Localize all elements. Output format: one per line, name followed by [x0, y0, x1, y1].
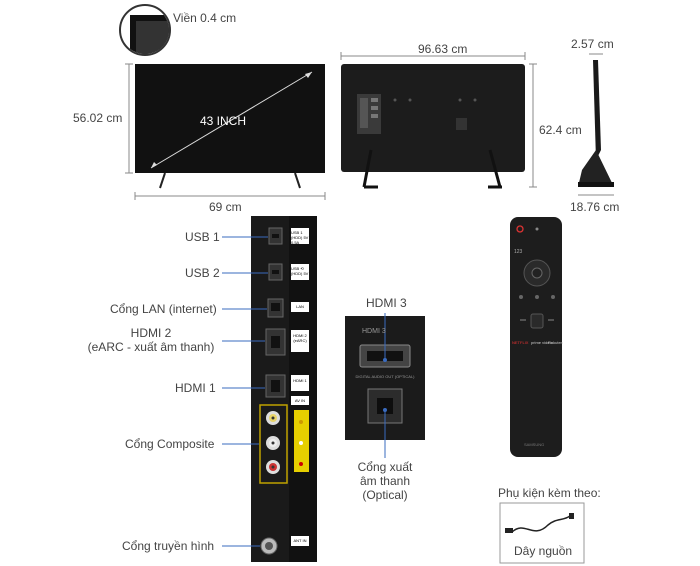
- usb1-label: USB 1: [185, 230, 220, 244]
- bezel-zoom-icon: [119, 4, 171, 56]
- closeup-hdmi3-label: HDMI 3: [362, 328, 386, 335]
- hdmi3-label: HDMI 3: [366, 296, 407, 310]
- screen-size-label: 43 INCH: [200, 114, 247, 128]
- optical-label: Cổng xuất âm thanh (Optical): [345, 460, 425, 502]
- remote-netflix-label: NETFLIX: [512, 340, 529, 345]
- accessory-box: [499, 502, 585, 564]
- remote-prime-label: prime video: [531, 340, 552, 345]
- side-depth-label: 2.57 cm: [571, 37, 614, 51]
- port-panel: [251, 216, 317, 562]
- tv-front-screen: [135, 64, 325, 173]
- panel-lan-label: LAN: [296, 304, 304, 309]
- side-base-label: 18.76 cm: [570, 200, 620, 214]
- power-cord-icon: [511, 515, 571, 533]
- tv-side: [578, 53, 614, 196]
- usb2-label: USB 2: [185, 266, 220, 280]
- remote-brand-label: SAMSUNG: [524, 442, 545, 447]
- panel-av-in-label: AV IN: [294, 398, 306, 403]
- panel-ant-in-label: ANT IN: [293, 538, 307, 543]
- hdmi1-label: HDMI 1: [175, 381, 216, 395]
- power-cord-label: Dây nguồn: [514, 544, 573, 558]
- accessory-heading: Phụ kiện kèm theo:: [498, 486, 601, 500]
- hdmi2-label-line2: (eARC - xuất âm thanh): [87, 340, 215, 354]
- panel-usb2-label: USB ⟲ (HDD) 5V: [291, 266, 309, 276]
- front-width-label: 69 cm: [209, 200, 242, 214]
- lan-label: Cổng LAN (internet): [110, 302, 217, 316]
- tv-front: [125, 63, 326, 200]
- hdmi2-label: HDMI 2 (eARC - xuất âm thanh): [84, 326, 218, 354]
- hdmi3-optical-closeup: [345, 313, 425, 458]
- hdmi2-label-line1: HDMI 2: [130, 326, 172, 340]
- panel-usb1-label: USB 1 (HDD) 5V 0.5A: [291, 230, 309, 245]
- closeup-optical-label: DIGITAL AUDIO OUT (OPTICAL): [355, 374, 415, 379]
- antenna-label: Cổng truyền hình: [122, 539, 215, 553]
- composite-label: Cổng Composite: [125, 437, 215, 451]
- panel-hdmi2-label: HDMI 2 (eARC): [293, 333, 307, 343]
- tv-back-panel: [341, 64, 525, 172]
- diagonal-line: [150, 71, 313, 169]
- tv-back: [340, 52, 537, 189]
- bezel-label: Viền 0.4 cm: [173, 11, 237, 25]
- optical-label-line2: âm thanh: [359, 474, 411, 488]
- port-leader-lines: [222, 236, 268, 547]
- remote-rakuten-label: Rakuten: [548, 340, 563, 345]
- front-height-label: 56.02 cm: [73, 111, 123, 125]
- remote-control: [510, 217, 562, 457]
- remote-123-label: 123: [514, 249, 523, 255]
- panel-hdmi1-label: HDMI 1: [293, 378, 307, 383]
- optical-label-line3: (Optical): [362, 488, 408, 502]
- optical-label-line1: Cổng xuất: [357, 460, 413, 474]
- back-width-label: 96.63 cm: [418, 42, 468, 56]
- back-height-label: 62.4 cm: [539, 123, 582, 137]
- power-icon: [516, 225, 524, 233]
